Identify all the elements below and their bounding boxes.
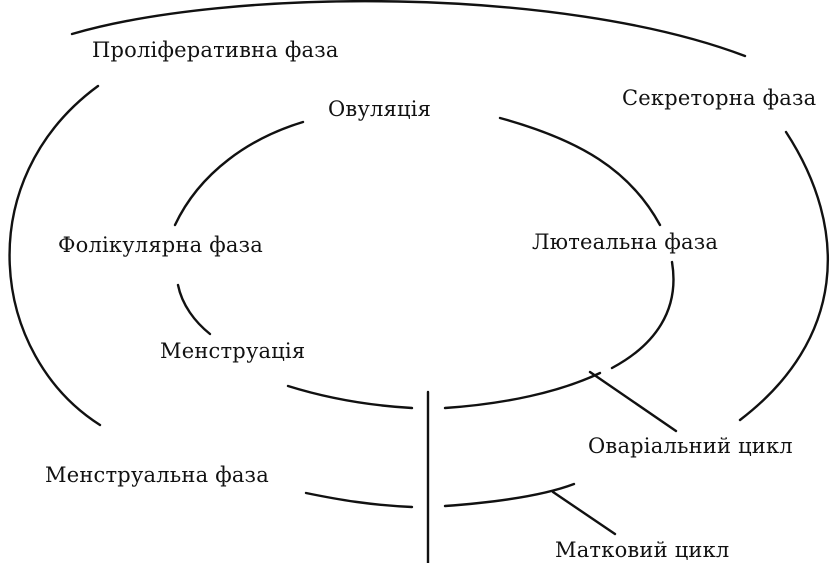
outer-cycle-arc-bottom-right <box>443 482 576 508</box>
outer-cycle-arc-left <box>8 84 102 427</box>
inner-cycle-arc-top-right <box>498 116 662 227</box>
inner-cycle-arc-top-left <box>173 120 305 227</box>
outer-cycle-arc-top <box>70 0 747 58</box>
inner-cycle-arc-bottom-right <box>443 371 602 410</box>
outer-cycle-arc-bottom-left <box>304 491 414 509</box>
outer-cycle-arc-right <box>738 130 830 422</box>
label-secretory-phase: Секреторна фаза <box>622 86 817 110</box>
label-proliferative-phase: Проліферативна фаза <box>92 38 339 62</box>
uterine-cycle-pointer <box>551 490 617 536</box>
inner-cycle-arc-bottom-left <box>286 384 414 410</box>
label-menstruation: Менструація <box>160 339 306 363</box>
inner-cycle-arc-left <box>176 283 212 336</box>
label-menstrual-phase: Менструальна фаза <box>45 463 269 487</box>
label-uterine-cycle: Матковий цикл <box>555 538 730 562</box>
ovarian-cycle-pointer <box>588 370 678 433</box>
label-luteal-phase: Лютеальна фаза <box>532 230 719 254</box>
inner-cycle-arc-right <box>610 260 675 370</box>
label-follicular-phase: Фолікулярна фаза <box>58 233 263 257</box>
label-ovulation: Овуляція <box>328 97 432 121</box>
label-ovarian-cycle: Оваріальний цикл <box>588 434 793 458</box>
